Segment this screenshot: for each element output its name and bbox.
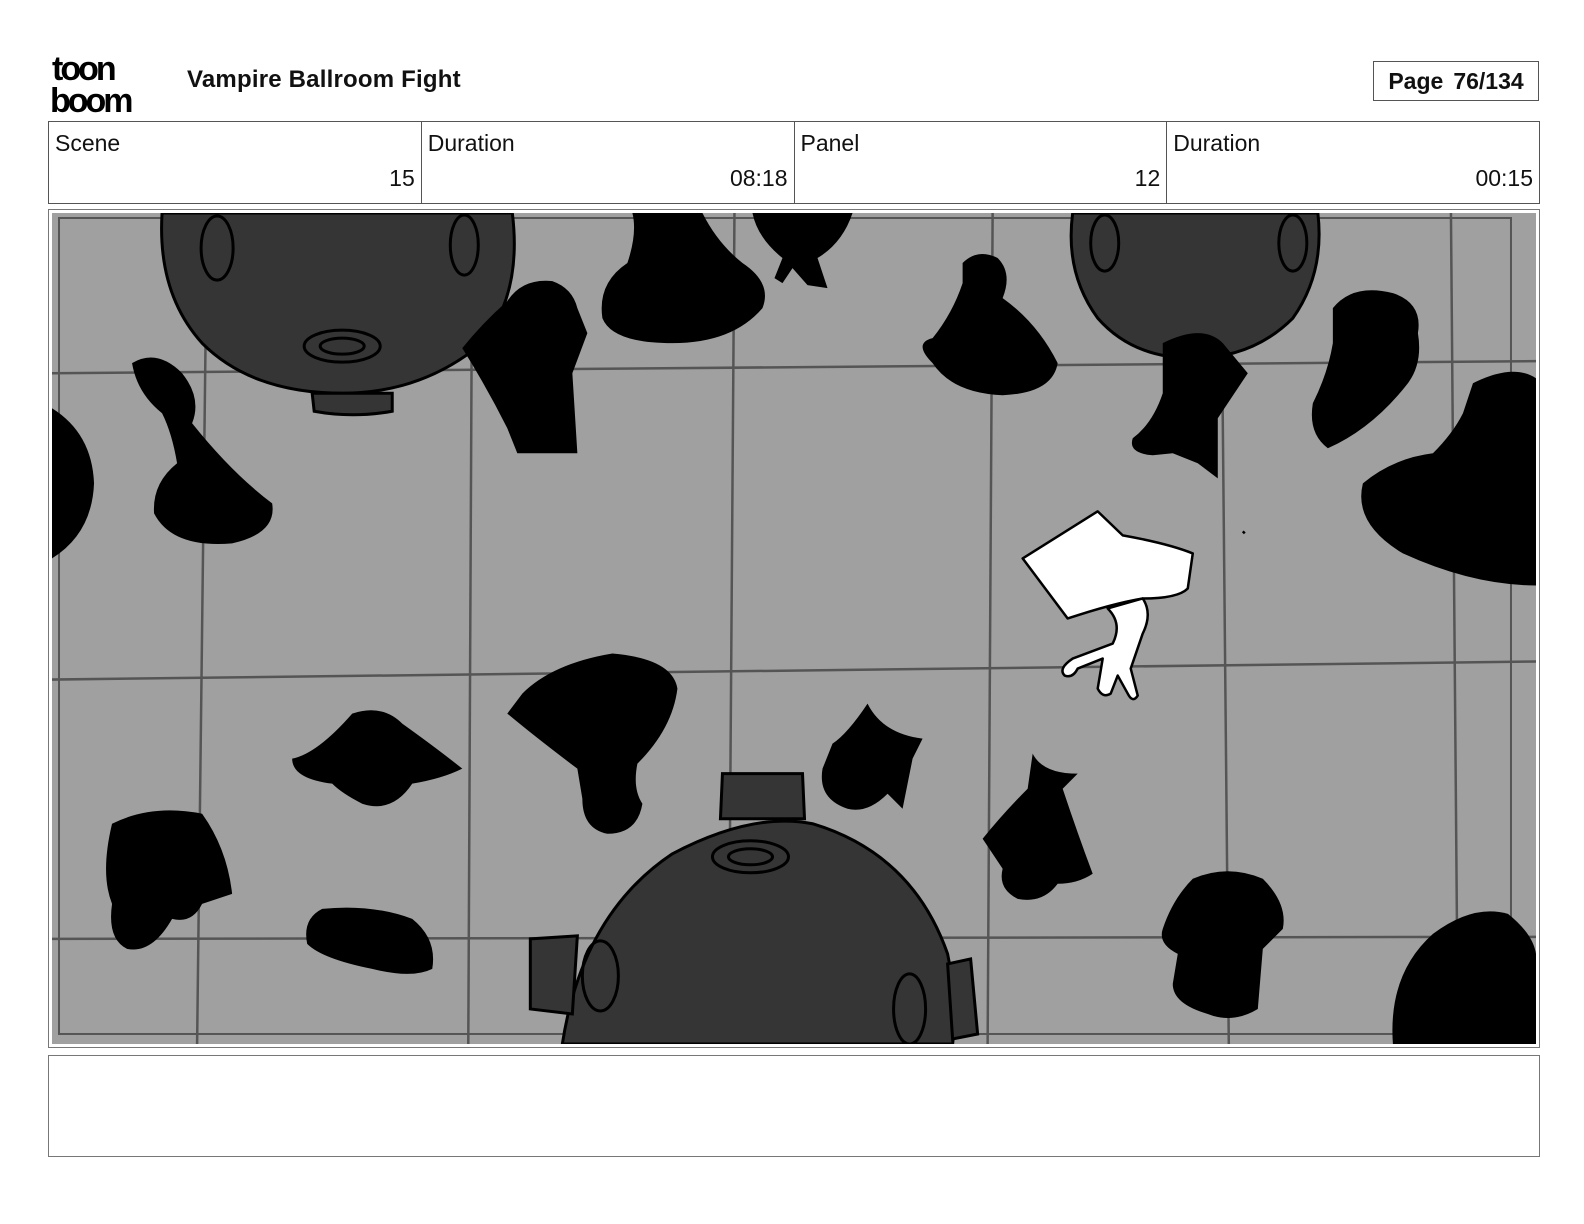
scene-cell: Scene 15: [49, 122, 422, 203]
logo-text-bottom: boom: [50, 82, 132, 114]
storyboard-title: Vampire Ballroom Fight: [187, 66, 461, 93]
panel-notes-area: [48, 1055, 1540, 1157]
table-top-right: [1069, 213, 1321, 360]
table-bottom-center: [528, 772, 980, 1044]
panel-cell: Panel 12: [795, 122, 1168, 203]
toon-boom-logo: toon boom: [50, 50, 135, 114]
page-number: 76/134: [1453, 67, 1524, 94]
page-label: Page: [1388, 67, 1444, 94]
scene-duration-cell: Duration 08:18: [422, 122, 795, 203]
panel-duration-value: 00:15: [1475, 165, 1533, 191]
panel-value: 12: [1134, 165, 1161, 191]
storyboard-panel: [48, 209, 1540, 1048]
logo-text-top: toon: [52, 50, 115, 88]
scene-duration-value: 08:18: [729, 165, 788, 191]
panel-label: Panel: [800, 130, 860, 156]
panel-duration-label: Duration: [1173, 130, 1261, 156]
scene-value: 15: [389, 165, 415, 191]
page-indicator: Page 76/134: [1373, 61, 1539, 101]
white-caped-figure: [1021, 510, 1246, 701]
panel-drawing: [52, 213, 1536, 1044]
panel-duration-cell: Duration 00:15: [1167, 122, 1539, 203]
scene-duration-label: Duration: [427, 130, 515, 156]
dancer-silhouettes: [52, 213, 1536, 1044]
scene-info-table: Scene 15 Duration 08:18 Panel 12 Duratio…: [48, 121, 1540, 204]
scene-label: Scene: [55, 130, 121, 156]
